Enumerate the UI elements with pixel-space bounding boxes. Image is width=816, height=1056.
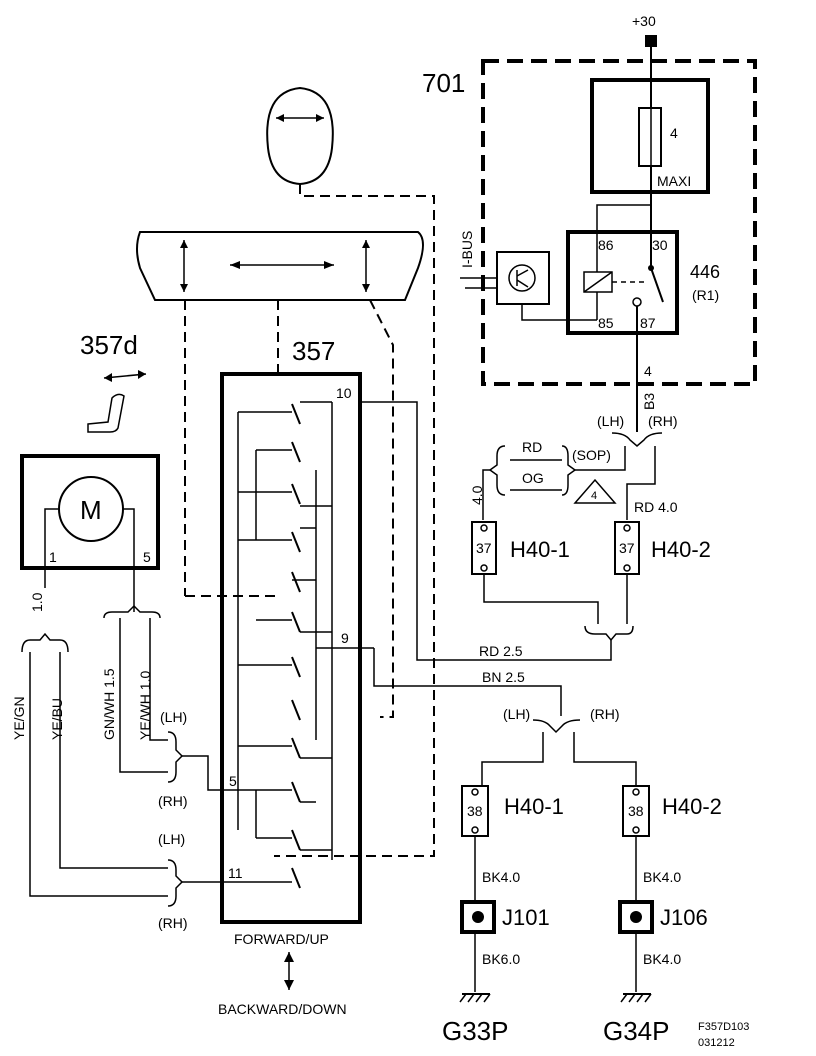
relay-number: 446 <box>690 262 720 282</box>
lh-label-mid: (LH) <box>160 709 187 725</box>
relay-pin-85: 85 <box>598 315 614 331</box>
ibus-module <box>496 251 550 305</box>
fuse-number: 4 <box>670 125 678 141</box>
backward-down-label: BACKWARD/DOWN <box>218 1001 347 1017</box>
lh-bn-label: (LH) <box>503 706 530 722</box>
wire-bk60: BK6.0 <box>482 951 520 967</box>
h40-1-top-label: H40-1 <box>510 537 570 562</box>
fusebox-701 <box>481 59 757 386</box>
sop-label: (SOP) <box>572 447 611 463</box>
headrest-graphic <box>266 86 334 186</box>
option-rd: RD <box>522 439 542 455</box>
forward-up-label: FORWARD/UP <box>234 931 329 947</box>
seat-icon <box>87 393 125 433</box>
rh-label-top: (RH) <box>648 413 678 429</box>
seat-cushion-graphic <box>136 231 424 301</box>
relay-code: (R1) <box>692 287 719 303</box>
wire-size-40: 4.0 <box>469 485 485 505</box>
g33p-label: G33P <box>442 1016 509 1046</box>
motor-pin-1: 1 <box>49 549 57 565</box>
motor-pin-5: 5 <box>143 549 151 565</box>
ref-code-2: 031212 <box>698 1037 735 1049</box>
relay-out-code: B3 <box>641 393 657 410</box>
pin-10-label: 10 <box>336 385 352 401</box>
warning-number: 4 <box>591 490 597 502</box>
j101-label: J101 <box>502 905 550 930</box>
relay-pin-86: 86 <box>598 237 614 253</box>
ref-code-1: F357D103 <box>698 1021 749 1033</box>
relay-446 <box>566 230 679 335</box>
warning-triangle <box>573 478 617 504</box>
lh-label-top: (LH) <box>597 413 624 429</box>
rh-bn-label: (RH) <box>590 706 620 722</box>
splice-j101 <box>460 900 496 934</box>
h40-2-top-label: H40-2 <box>651 537 711 562</box>
fusebox-label: 701 <box>422 68 465 98</box>
wire-bn25: BN 2.5 <box>482 669 525 685</box>
wire-yebu: YE/BU <box>49 698 65 740</box>
wire-gnwh: GN/WH 1.5 <box>101 668 117 740</box>
seat-code-label: 357d <box>80 330 138 360</box>
switch-code-label: 357 <box>292 336 335 366</box>
pin-9-label: 9 <box>341 630 349 646</box>
pin-37-b: 37 <box>619 540 635 556</box>
j106-label: J106 <box>660 905 708 930</box>
wire-10: 1.0 <box>29 592 45 612</box>
h40-1-bot-label: H40-1 <box>504 794 564 819</box>
lh-label-low: (LH) <box>158 831 185 847</box>
wire-yegn: YE/GN <box>11 696 27 740</box>
relay-contact <box>650 267 664 303</box>
switch-internals <box>237 401 374 889</box>
h40-2-bot-label: H40-2 <box>662 794 722 819</box>
pin-38-a: 38 <box>467 803 483 819</box>
g34p-label: G34P <box>603 1016 670 1046</box>
wire-rd25: RD 2.5 <box>479 643 523 659</box>
wire-bk40-c: BK4.0 <box>643 951 681 967</box>
pin-37-a: 37 <box>476 540 492 556</box>
ground-symbol-g33p <box>459 993 491 1003</box>
pin-5-label: 5 <box>229 773 237 789</box>
maxi-label: MAXI <box>657 173 691 189</box>
wire-rd40: RD 4.0 <box>634 499 678 515</box>
rh-label-low: (RH) <box>158 915 188 931</box>
fuse-symbol <box>638 107 662 167</box>
wire-bk40-b: BK4.0 <box>643 869 681 885</box>
pin-11-label: 11 <box>228 865 243 881</box>
relay-out-num: 4 <box>644 363 652 379</box>
relay-pin-87: 87 <box>640 315 656 331</box>
rh-label-mid: (RH) <box>158 793 188 809</box>
motor-label: M <box>80 495 102 525</box>
ground-symbol-g34p <box>620 993 652 1003</box>
wire-yewh: YE/WH 1.0 <box>137 671 153 740</box>
motor-box <box>20 454 160 570</box>
ibus-label: I-BUS <box>459 231 475 268</box>
relay-pin-30: 30 <box>652 237 668 253</box>
wire-bk40-a: BK4.0 <box>482 869 520 885</box>
option-og: OG <box>522 470 544 486</box>
supply-label: +30 <box>632 13 656 29</box>
supply-terminal <box>645 35 657 47</box>
pin-38-b: 38 <box>628 803 644 819</box>
